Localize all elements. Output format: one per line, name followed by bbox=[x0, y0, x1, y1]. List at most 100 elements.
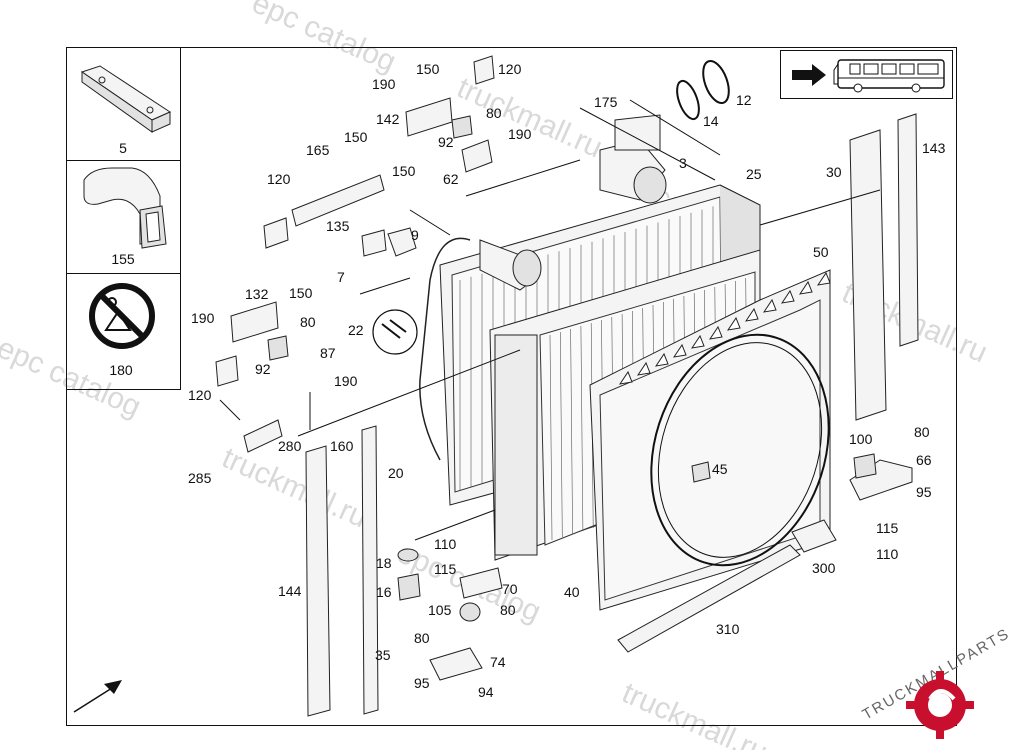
part-number-label: 150 bbox=[416, 61, 440, 77]
not-available-prohibited-icon bbox=[89, 283, 155, 349]
part-number-label: 9 bbox=[411, 227, 419, 243]
part-number-label: 95 bbox=[916, 484, 932, 500]
part-number-label: 165 bbox=[306, 142, 330, 158]
brand-logo: TRUCKMALLPARTS bbox=[860, 625, 1013, 739]
direction-arrow-icon bbox=[73, 687, 113, 713]
part-number-label: 143 bbox=[922, 140, 946, 156]
part-number-label: 132 bbox=[245, 286, 269, 302]
part-number-label: 175 bbox=[594, 94, 618, 110]
part-number-label: 16 bbox=[376, 584, 392, 600]
air-outlet-pipe-3 bbox=[599, 114, 667, 204]
bracket-70 bbox=[459, 567, 503, 599]
rubber-mount-100 bbox=[853, 453, 877, 479]
part-number-label: 142 bbox=[376, 111, 400, 127]
seal-strip-310 bbox=[617, 544, 801, 653]
legend-panel: 5 155 180 bbox=[66, 47, 181, 390]
part-number-label: 190 bbox=[334, 373, 358, 389]
part-number-label: 300 bbox=[812, 560, 836, 576]
arrow-right-icon bbox=[792, 64, 826, 86]
plug-45 bbox=[691, 461, 711, 483]
part-number-label: 74 bbox=[490, 654, 506, 670]
part-number-label: 66 bbox=[916, 452, 932, 468]
part-number-label: 7 bbox=[337, 269, 345, 285]
plate-120-upper bbox=[263, 217, 289, 249]
fan-ring bbox=[650, 333, 830, 567]
part-number-label: 190 bbox=[372, 76, 396, 92]
part-number-label: 92 bbox=[255, 361, 271, 377]
washer-18 bbox=[397, 548, 419, 562]
part-number-label: 115 bbox=[434, 561, 457, 577]
plate-120-top bbox=[473, 55, 495, 85]
side-member-144 bbox=[305, 445, 331, 717]
part-number-label: 160 bbox=[330, 438, 354, 454]
part-number-label: 80 bbox=[414, 630, 430, 646]
pad-300 bbox=[791, 519, 837, 553]
arrowhead-icon bbox=[104, 680, 122, 694]
part-number-label: 120 bbox=[498, 61, 522, 77]
exploded-view bbox=[215, 55, 919, 717]
part-number-label: 94 bbox=[478, 684, 494, 700]
part-number-label: 40 bbox=[564, 584, 580, 600]
part-number-label: 45 bbox=[712, 461, 728, 477]
part-number-label: 22 bbox=[348, 322, 364, 338]
part-number-label: 310 bbox=[716, 621, 740, 637]
watermark-text: truckmall.ru bbox=[217, 441, 372, 534]
bus-icon bbox=[833, 59, 945, 93]
watermark-text: truckmall.ru bbox=[617, 676, 772, 750]
part-number-label: 95 bbox=[414, 675, 430, 691]
part-number-label: 150 bbox=[289, 285, 313, 301]
bracket-7 bbox=[361, 229, 387, 257]
part-number-label: 80 bbox=[914, 424, 930, 440]
part-number-label: 87 bbox=[320, 345, 336, 361]
side-member-143 bbox=[897, 113, 919, 347]
hose-clamp-12 bbox=[702, 59, 730, 105]
drain-plug-16 bbox=[397, 573, 421, 601]
part-number-label: 92 bbox=[438, 134, 454, 150]
radiator-tank-left bbox=[494, 334, 538, 556]
hose-clamp-14 bbox=[676, 79, 700, 121]
part-number-label: 14 bbox=[703, 113, 719, 129]
cap-105 bbox=[459, 602, 481, 622]
part-number-label: 144 bbox=[278, 583, 302, 599]
support-rod-35 bbox=[361, 425, 379, 715]
part-number-label: 120 bbox=[267, 171, 291, 187]
part-number-label: 190 bbox=[191, 310, 215, 326]
gear-icon bbox=[906, 671, 974, 739]
part-number-label: 70 bbox=[502, 581, 518, 597]
leader-lines bbox=[219, 99, 881, 541]
part-number-label: 50 bbox=[813, 244, 829, 260]
plate-120 bbox=[215, 355, 239, 387]
part-number-label: 25 bbox=[746, 166, 762, 182]
legend-label: 180 bbox=[109, 362, 133, 378]
rubber-mount-92 bbox=[451, 115, 473, 139]
part-number-label: 30 bbox=[826, 164, 842, 180]
part-number-label: 105 bbox=[428, 602, 452, 618]
part-number-label: 18 bbox=[376, 555, 392, 571]
part-number-label: 110 bbox=[876, 546, 899, 562]
part-number-label: 110 bbox=[434, 536, 457, 552]
part-number-label: 80 bbox=[300, 314, 316, 330]
bracket-135 bbox=[291, 174, 385, 227]
watermark-text: epc catalog bbox=[247, 0, 401, 79]
part-number-label: 280 bbox=[278, 438, 302, 454]
plate-132 bbox=[230, 301, 279, 343]
part-number-label: 3 bbox=[679, 155, 687, 171]
part-number-label: 115 bbox=[876, 520, 899, 536]
legend-label: 155 bbox=[111, 251, 135, 267]
fan-shroud bbox=[589, 269, 831, 611]
part-number-label: 190 bbox=[508, 126, 532, 142]
part-number-label: 120 bbox=[188, 387, 212, 403]
vehicle-indicator bbox=[780, 50, 953, 99]
bracket-9 bbox=[387, 227, 417, 257]
edge-seal-profile-icon bbox=[83, 167, 167, 249]
bracket-280 bbox=[243, 419, 283, 453]
charge-air-pipe bbox=[419, 237, 542, 461]
legend-label: 5 bbox=[119, 140, 127, 156]
bracket-62 bbox=[461, 139, 493, 173]
part-number-label: 35 bbox=[375, 647, 391, 663]
part-number-label: 100 bbox=[849, 431, 873, 447]
plate-142 bbox=[405, 97, 453, 137]
part-number-label: 20 bbox=[388, 465, 404, 481]
